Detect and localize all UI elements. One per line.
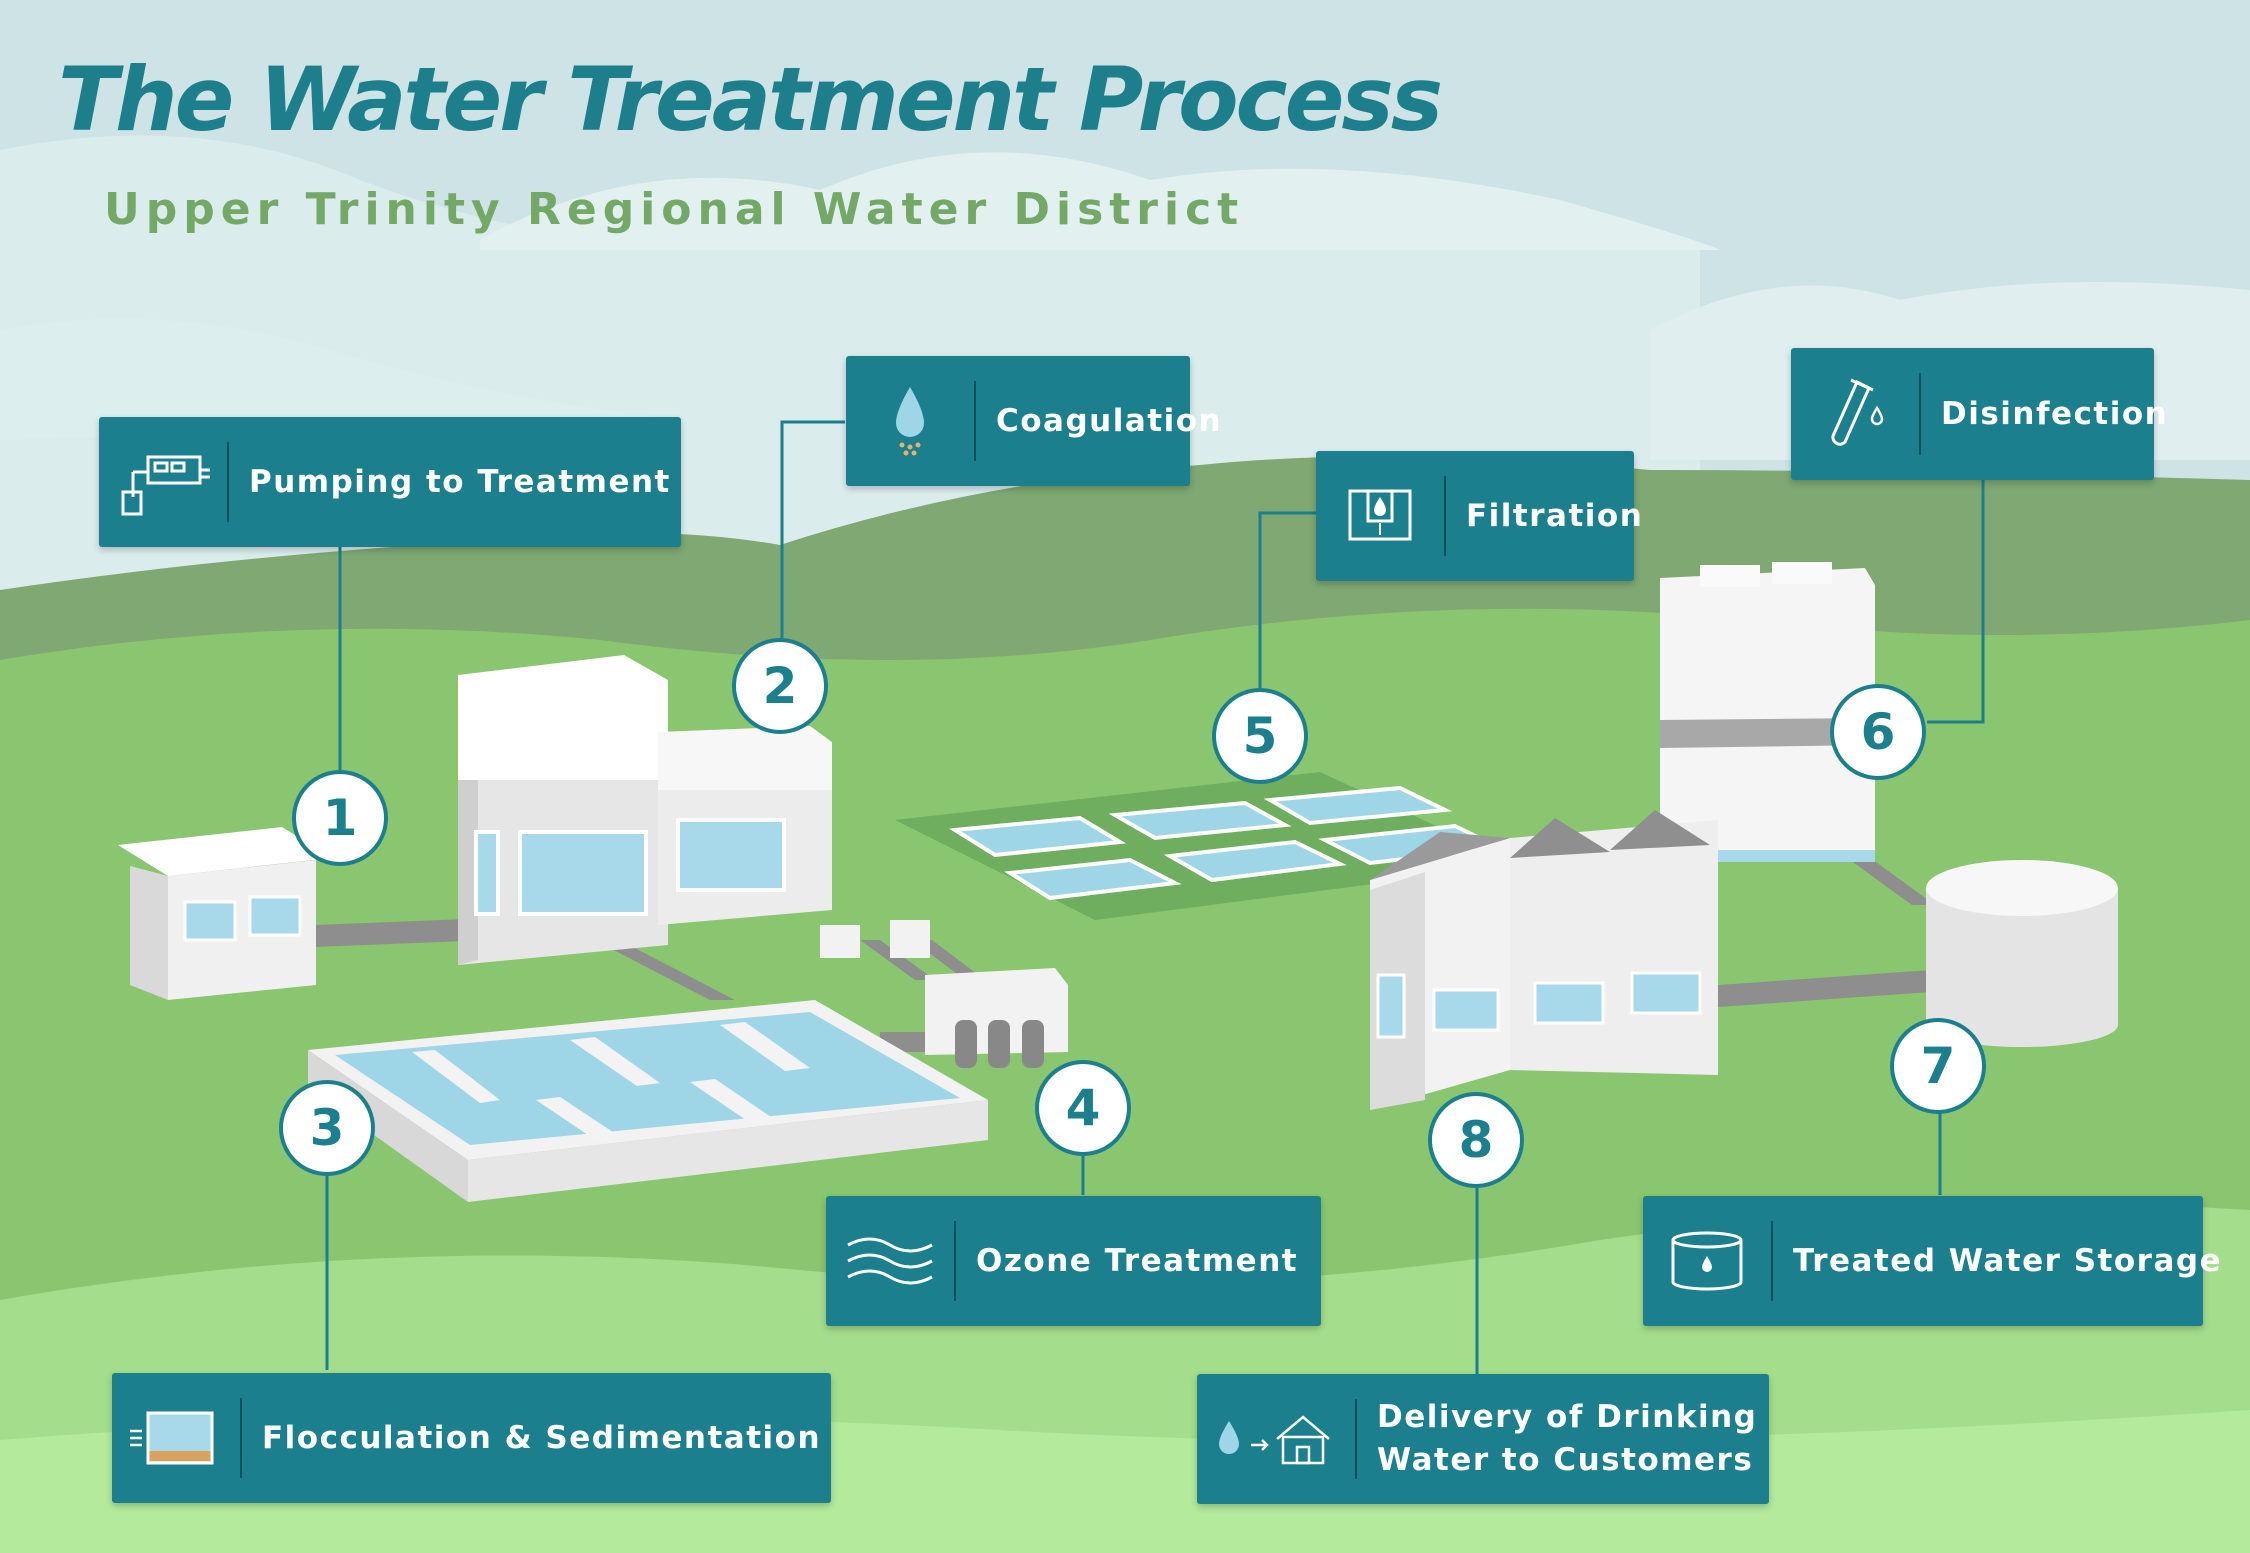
label-divider — [227, 441, 229, 523]
step-5-text: Filtration — [1466, 498, 1644, 534]
step-2-text: Coagulation — [996, 403, 1223, 439]
label-divider — [1355, 1398, 1357, 1480]
step-8-text-line2: Water to Customers — [1377, 1442, 1754, 1478]
step-6-text: Disinfection — [1941, 396, 2169, 432]
step-3-badge: 3 — [279, 1080, 375, 1176]
label-divider — [1919, 373, 1921, 455]
step-8-label: Delivery of Drinking Water to Customers — [1197, 1374, 1769, 1504]
step-6-badge: 6 — [1830, 684, 1926, 780]
step-2-label: Coagulation — [846, 356, 1221, 486]
step-1-badge: 1 — [292, 770, 388, 866]
step-2-badge: 2 — [732, 638, 828, 734]
pump-house-side — [168, 860, 316, 1000]
test-tube-icon — [1791, 348, 1919, 480]
ozone-waves-icon — [826, 1196, 954, 1326]
step-1-label: Pumping to Treatment — [99, 417, 681, 547]
step-7-text: Treated Water Storage — [1793, 1243, 2223, 1279]
water-drop-icon — [846, 356, 974, 486]
sediment-tank-icon — [112, 1373, 240, 1503]
label-divider — [974, 380, 976, 462]
step-3-text: Flocculation & Sedimentation — [262, 1420, 822, 1456]
pump-house-roof — [118, 827, 332, 876]
step-8-badge: 8 — [1428, 1092, 1524, 1188]
step-8-text: Delivery of Drinking Water to Customers — [1357, 1396, 1757, 1482]
step-3-label: Flocculation & Sedimentation — [112, 1373, 831, 1503]
step-1-text: Pumping to Treatment — [249, 464, 671, 500]
drop-to-house-icon — [1197, 1374, 1355, 1504]
step-5-badge: 5 — [1212, 688, 1308, 784]
step-4-text: Ozone Treatment — [976, 1243, 1299, 1279]
step-4-label: Ozone Treatment — [826, 1196, 1321, 1326]
step-7-label: Treated Water Storage — [1643, 1196, 2221, 1326]
label-divider — [1444, 475, 1446, 557]
step-8-text-line1: Delivery of Drinking — [1377, 1399, 1758, 1435]
storage-tank-icon — [1643, 1196, 1771, 1326]
pump-station-icon — [99, 417, 227, 547]
step-4-badge: 4 — [1035, 1060, 1131, 1156]
step-7-badge: 7 — [1890, 1018, 1986, 1114]
page-title: The Water Treatment Process — [58, 48, 1443, 151]
filter-icon — [1316, 451, 1444, 581]
label-divider — [240, 1397, 242, 1479]
cloud — [480, 152, 1720, 250]
page-subtitle: Upper Trinity Regional Water District — [104, 184, 1245, 235]
pump-house-front — [130, 866, 168, 1000]
label-divider — [954, 1220, 956, 1302]
step-6-label: Disinfection — [1791, 348, 2167, 480]
cloud — [0, 318, 680, 440]
step-5-label: Filtration — [1316, 451, 1642, 581]
label-divider — [1771, 1220, 1773, 1302]
